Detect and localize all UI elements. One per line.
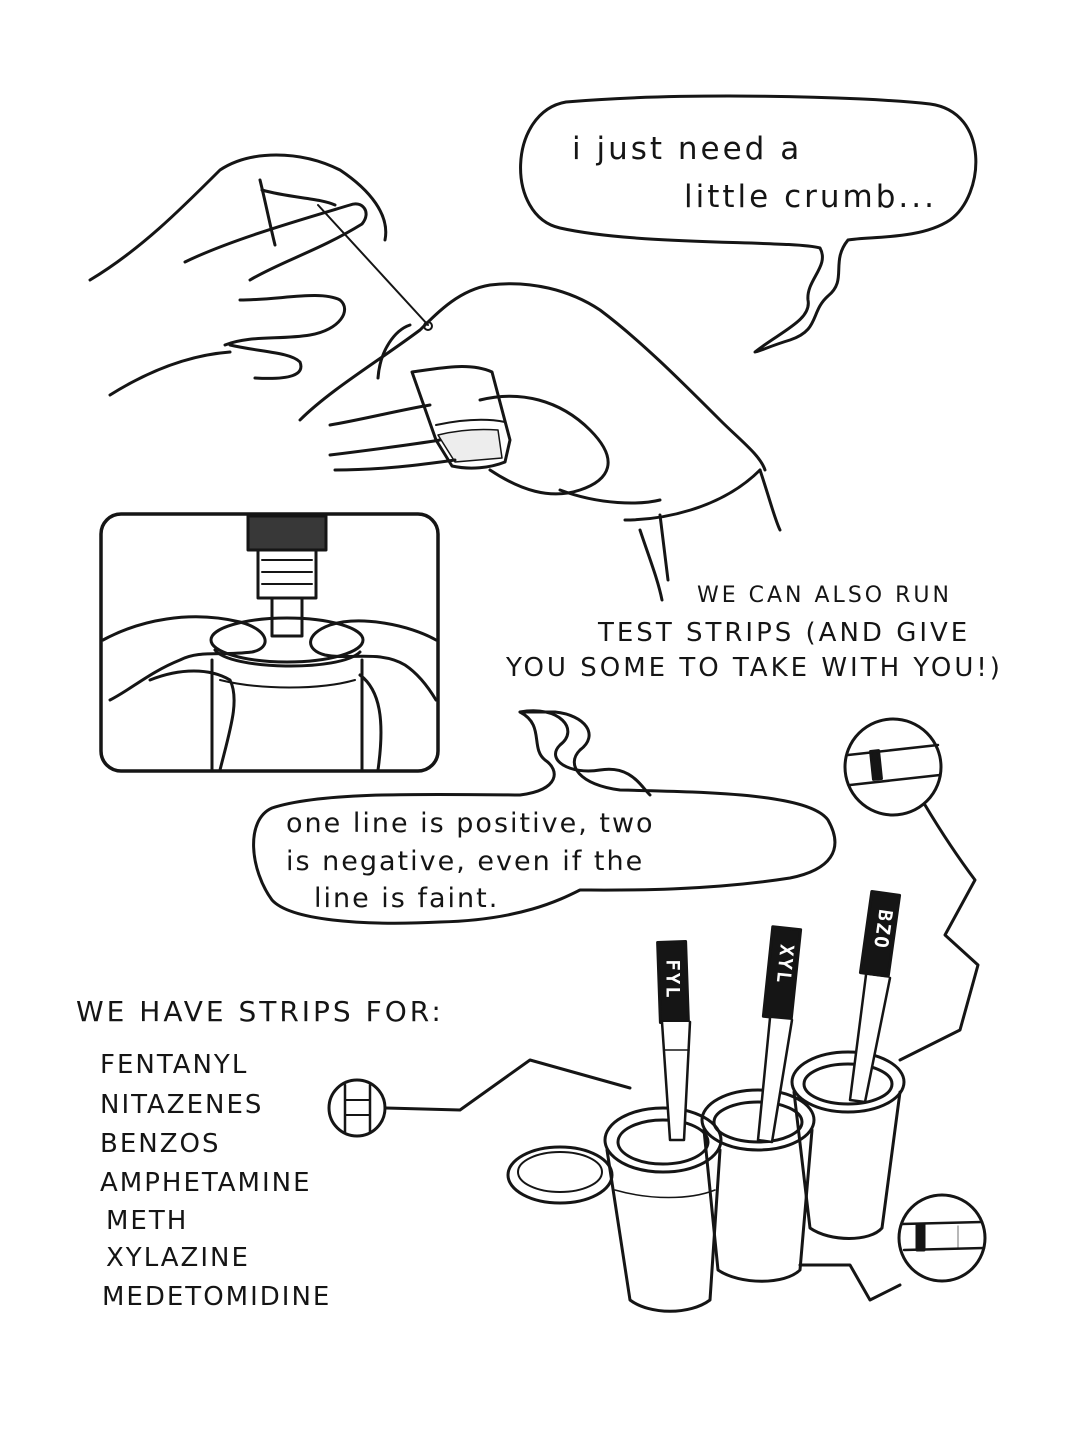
magnified-strip-faint-line	[798, 1193, 987, 1302]
list-item: BENZOS	[100, 1129, 221, 1159]
test-device-panel	[99, 512, 440, 773]
list-item: MEDETOMIDINE	[102, 1282, 332, 1312]
cups-with-strips-illustration	[506, 889, 906, 1313]
caption-tail-squiggle	[518, 709, 652, 797]
caption-line-2: TEST STRIPS (AND GIVE	[598, 618, 971, 648]
list-item: FENTANYL	[100, 1050, 249, 1080]
magnified-strip-one-line	[843, 717, 980, 1062]
list-item: METH	[106, 1206, 189, 1236]
list-item: AMPHETAMINE	[100, 1168, 312, 1198]
list-item: NITAZENES	[100, 1090, 264, 1120]
strip-label-bzo: BZO	[868, 908, 897, 952]
speech-bubble-top	[519, 94, 978, 354]
lower-bubble-line-2: is negative, even if the	[286, 846, 645, 877]
speech-bubble-lower	[252, 710, 837, 925]
top-bubble-line-2: little crumb...	[684, 179, 937, 215]
top-bubble-line-1: i just need a	[572, 131, 803, 167]
strips-heading: WE HAVE STRIPS FOR:	[76, 995, 444, 1028]
lower-bubble-line-1: one line is positive, two	[286, 808, 655, 839]
hands-swab-illustration	[88, 153, 782, 602]
magnified-strip-two-lines	[327, 1058, 632, 1138]
strip-label-fyl: FYL	[661, 959, 684, 1000]
caption-line-3: YOU SOME TO TAKE WITH YOU!)	[506, 653, 1003, 683]
lower-bubble-line-3: line is faint.	[314, 883, 500, 914]
list-item: XYLAZINE	[106, 1243, 250, 1273]
strip-label-xyl: XYL	[771, 943, 798, 986]
caption-line-1: WE CAN ALSO RUN	[697, 583, 952, 608]
